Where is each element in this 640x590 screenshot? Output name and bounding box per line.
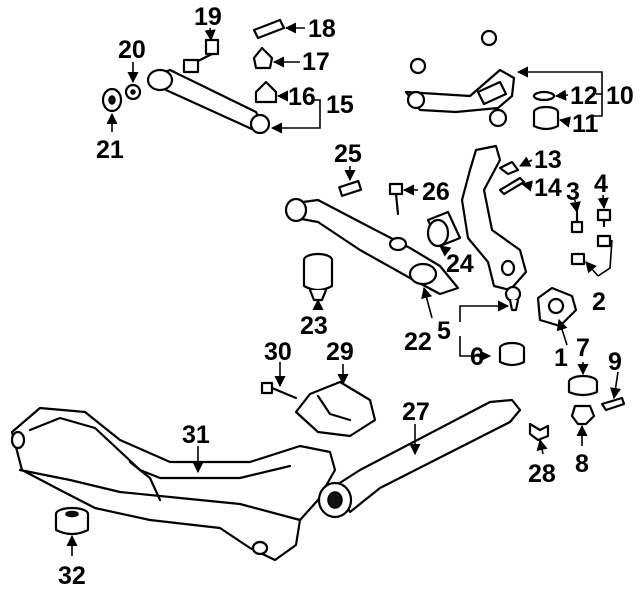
- callout-8: 8: [575, 450, 589, 478]
- callout-9: 9: [608, 348, 622, 376]
- steering-knuckle-part: [460, 144, 528, 312]
- callout-17: 17: [302, 48, 330, 76]
- bracket-part: [294, 380, 377, 438]
- callout-28: 28: [528, 460, 556, 488]
- clip-part: [252, 18, 286, 40]
- callout-24: 24: [446, 250, 474, 278]
- callout-25: 25: [334, 140, 362, 168]
- callout-10: 10: [606, 82, 634, 110]
- pin-part: [498, 176, 526, 196]
- callout-3: 3: [566, 178, 580, 206]
- bolt-part: [596, 208, 612, 228]
- bolt-part: [388, 182, 404, 216]
- hub-part: [536, 286, 578, 328]
- cap-part: [567, 374, 599, 397]
- callout-26: 26: [422, 178, 450, 206]
- bolt-part: [570, 234, 612, 266]
- callout-5: 5: [437, 317, 451, 345]
- callout-23: 23: [300, 312, 328, 340]
- callout-31: 31: [182, 421, 210, 449]
- callout-labels: 1 2 3 4 5 6 7 8 9 10 11 12 13 14 15 16 1…: [58, 3, 634, 590]
- trailing-arm-part: [317, 398, 522, 519]
- callout-11: 11: [572, 110, 599, 138]
- callout-12: 12: [570, 82, 598, 110]
- bolt-part: [182, 38, 220, 74]
- callout-14: 14: [534, 174, 562, 202]
- washer-part: [124, 83, 142, 101]
- callout-13: 13: [534, 146, 562, 174]
- callout-19: 19: [194, 3, 222, 31]
- upper-control-arm-part: [404, 29, 516, 128]
- callout-6: 6: [470, 343, 484, 371]
- leader-lines: [66, 22, 622, 556]
- callout-18: 18: [308, 15, 336, 43]
- callout-22: 22: [404, 328, 432, 356]
- nut-part: [570, 404, 596, 426]
- callout-32: 32: [58, 562, 86, 590]
- rear-subframe-part: [10, 406, 337, 562]
- seal-part: [252, 46, 274, 70]
- callout-4: 4: [594, 170, 608, 198]
- callout-20: 20: [118, 36, 146, 64]
- callout-2: 2: [592, 288, 606, 316]
- upper-link-part: [146, 68, 271, 135]
- callout-21: 21: [96, 136, 124, 164]
- callout-15: 15: [326, 91, 354, 119]
- bushing-part: [426, 210, 462, 248]
- callout-30: 30: [264, 338, 292, 366]
- callout-7: 7: [576, 334, 590, 362]
- callout-27: 27: [402, 398, 430, 426]
- subframe-bushing-part: [54, 506, 90, 536]
- callout-29: 29: [326, 338, 354, 366]
- washer-part: [532, 90, 556, 102]
- callout-16: 16: [288, 83, 316, 111]
- callout-1: 1: [554, 344, 568, 372]
- pin-part: [600, 396, 626, 412]
- bushing-part: [498, 341, 526, 367]
- bushing-part: [101, 87, 123, 113]
- dust-boot-part: [254, 80, 278, 104]
- bolt-part: [570, 210, 584, 234]
- bushing-part: [302, 252, 334, 302]
- bushing-part: [532, 105, 560, 131]
- lower-control-arm-part: [284, 197, 460, 296]
- bolt-part: [260, 381, 298, 400]
- bolt-part: [528, 422, 550, 442]
- bolt-part: [338, 180, 363, 197]
- clip-part: [498, 160, 520, 176]
